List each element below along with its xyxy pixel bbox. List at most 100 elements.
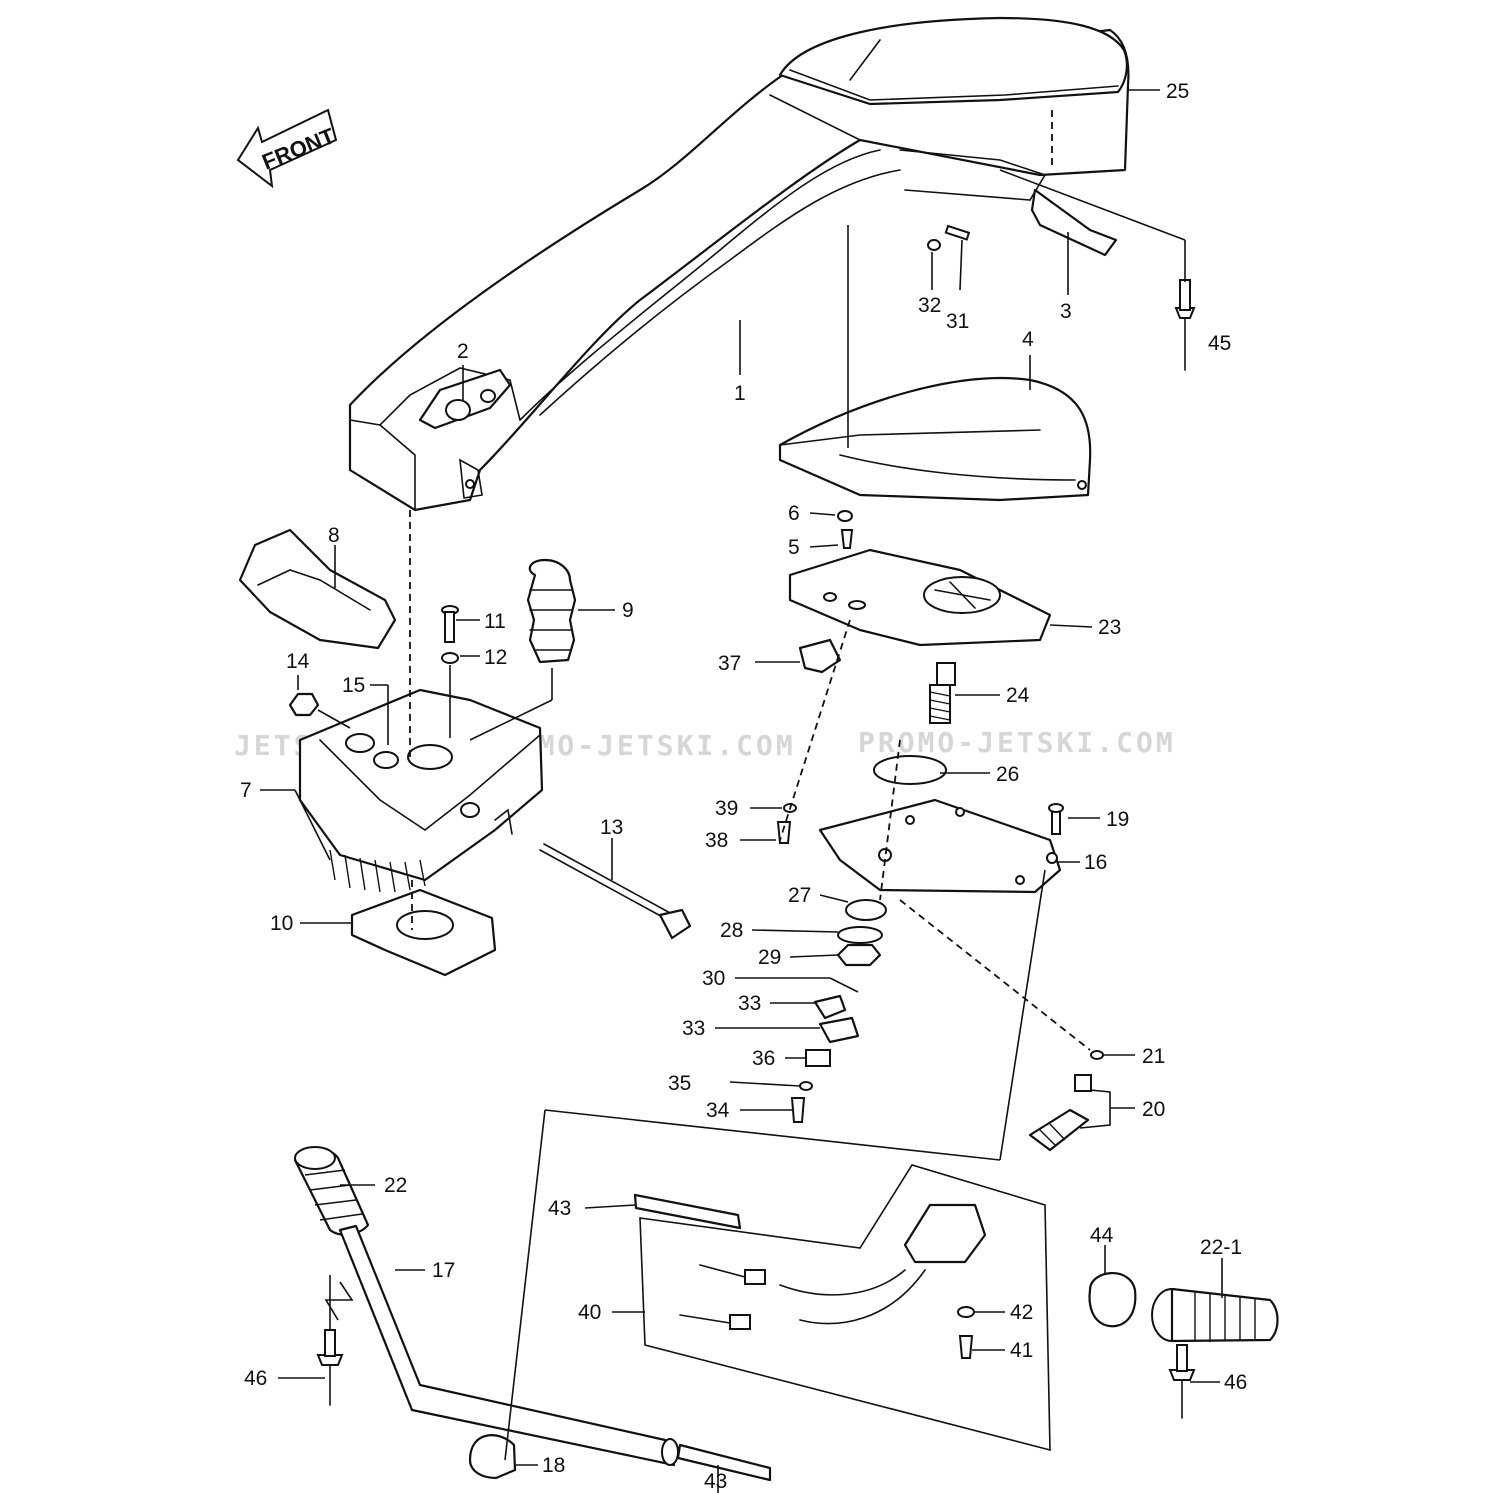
callout-36: 36 <box>752 1047 775 1070</box>
callout-22-1: 22-1 <box>1200 1236 1242 1259</box>
block-36 <box>805 1049 831 1067</box>
pole-grommet <box>418 368 512 430</box>
callout-30: 30 <box>702 967 725 990</box>
bolt-11 <box>441 605 459 643</box>
clip-37 <box>798 638 842 674</box>
callout-27: 27 <box>788 884 811 907</box>
callout-3: 3 <box>1060 300 1072 323</box>
callout-18: 18 <box>542 1454 565 1477</box>
callout-10: 10 <box>270 912 293 935</box>
callout-34: 34 <box>706 1099 730 1122</box>
bracket-3 <box>1030 188 1118 257</box>
washer-12 <box>441 652 459 664</box>
pole-pad <box>778 16 1128 106</box>
bolt-13 <box>539 843 692 940</box>
callout-1: 1 <box>734 382 746 405</box>
callout-37: 37 <box>718 652 741 675</box>
callout-40: 40 <box>578 1301 601 1324</box>
bushing-27 <box>845 899 887 921</box>
rivet-45 <box>1174 279 1196 371</box>
holder-7 <box>298 688 544 893</box>
callout-layer: 25 45 3 31 32 4 1 2 6 5 8 9 11 12 23 37 … <box>240 80 1247 1493</box>
nut-14 <box>288 692 320 717</box>
callout-32: 32 <box>918 294 941 317</box>
pad-8 <box>238 528 397 650</box>
plate-16 <box>818 798 1062 894</box>
callout-45: 45 <box>1208 332 1231 355</box>
callout-9: 9 <box>622 599 634 622</box>
washer-21 <box>1090 1050 1104 1060</box>
screw-41 <box>958 1335 974 1359</box>
tape-43-upper <box>633 1193 742 1230</box>
screw-5 <box>840 529 854 549</box>
washer-35 <box>799 1081 813 1091</box>
callout-31: 31 <box>946 310 969 333</box>
pin-30 <box>829 977 859 993</box>
grip-22 <box>293 1146 370 1236</box>
callout-14: 14 <box>286 650 310 673</box>
callout-4: 4 <box>1022 328 1034 351</box>
cable-end-20 <box>1028 1074 1092 1152</box>
nut-29 <box>836 943 882 967</box>
plate-10 <box>350 888 497 977</box>
clamp-ring-44 <box>1088 1272 1137 1328</box>
callout-15: 15 <box>342 674 365 697</box>
washer-6 <box>837 510 853 522</box>
callout-8: 8 <box>328 524 340 547</box>
boot-9 <box>526 558 577 664</box>
grip-22-1 <box>1151 1287 1279 1343</box>
switch-assembly-40 <box>639 1164 1051 1452</box>
bolt-31-washer-32 <box>927 224 971 251</box>
stud-24 <box>929 662 956 724</box>
callout-7: 7 <box>240 779 252 802</box>
callout-11: 11 <box>484 610 506 633</box>
callout-38: 38 <box>705 829 728 852</box>
assembly-lines <box>324 169 1186 1461</box>
callout-19: 19 <box>1106 808 1129 831</box>
leader-lines <box>260 89 1223 1493</box>
washer-26 <box>873 755 947 785</box>
callout-35: 35 <box>668 1072 691 1095</box>
callout-12: 12 <box>484 646 507 669</box>
front-arrow: FRONT <box>236 108 339 189</box>
callout-25: 25 <box>1166 80 1189 103</box>
callout-39: 39 <box>715 797 738 820</box>
tape-43-lower <box>676 1443 772 1482</box>
callout-33b: 33 <box>682 1017 705 1040</box>
clamp-18 <box>468 1434 517 1480</box>
callout-43-lower: 43 <box>704 1470 727 1493</box>
callout-46-right: 46 <box>1224 1371 1247 1394</box>
clamp-33a <box>813 994 847 1020</box>
bolt-19 <box>1048 803 1064 835</box>
callout-28: 28 <box>720 919 743 942</box>
callout-43-upper: 43 <box>548 1197 571 1220</box>
callout-13: 13 <box>600 816 623 839</box>
watermark-3: PROMO-JETSKI.COM <box>858 726 1176 759</box>
rivet-46-left <box>316 1329 344 1406</box>
callout-41: 41 <box>1010 1339 1033 1362</box>
callout-33a: 33 <box>738 992 761 1015</box>
callout-20: 20 <box>1142 1098 1165 1121</box>
screw-34 <box>790 1097 806 1123</box>
handlebar-17 <box>338 1224 679 1467</box>
washer-28 <box>837 926 883 944</box>
callout-5: 5 <box>788 536 800 559</box>
callout-16: 16 <box>1084 851 1107 874</box>
callout-44: 44 <box>1090 1224 1114 1247</box>
plate-23 <box>788 548 1052 647</box>
rivet-46-right <box>1168 1344 1196 1419</box>
callout-22: 22 <box>384 1174 407 1197</box>
callout-26: 26 <box>996 763 1019 786</box>
callout-23: 23 <box>1098 616 1121 639</box>
callout-42: 42 <box>1010 1301 1033 1324</box>
callout-6: 6 <box>788 502 800 525</box>
callout-17: 17 <box>432 1259 455 1282</box>
callout-2: 2 <box>457 340 469 363</box>
callout-46-left: 46 <box>244 1367 267 1390</box>
handle-pole <box>348 28 1130 512</box>
cover-4 <box>778 376 1092 502</box>
washer-42 <box>957 1306 975 1318</box>
alignment-lines <box>409 110 1091 1051</box>
callout-21: 21 <box>1142 1045 1165 1068</box>
